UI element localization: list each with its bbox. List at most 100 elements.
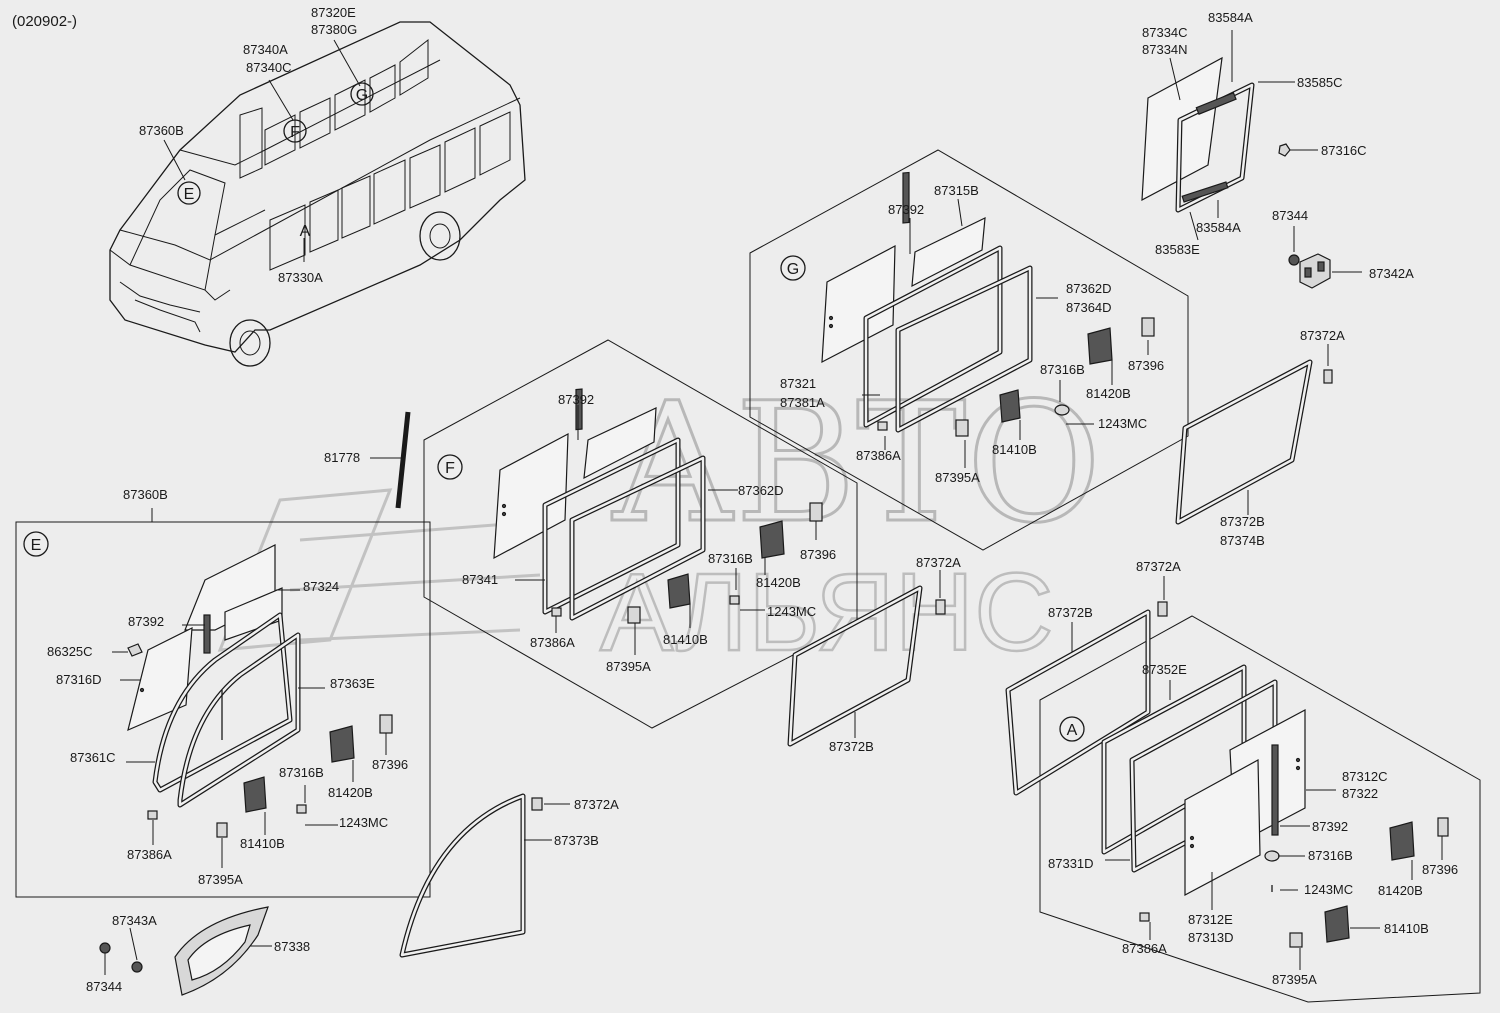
label-87316B-a: 87316B [1308,848,1353,863]
label-87312E: 87312E [1188,912,1233,927]
label-87316B-g: 87316B [1040,362,1085,377]
watermark: АВТО АЛЬЯНС [217,366,1103,675]
label-87320E: 87320E [311,5,356,20]
label-87316D: 87316D [56,672,102,687]
label-87363E: 87363E [330,676,375,691]
label-87361C: 87361C [70,750,116,765]
label-81420B-g: 81420B [1086,386,1131,401]
label-87386A-e: 87386A [127,847,172,862]
label-83584A-bot: 83584A [1196,220,1241,235]
label-81420B-a: 81420B [1378,883,1423,898]
label-81778: 81778 [324,450,360,465]
label-81410B-f: 81410B [663,632,708,647]
label-87344-bot: 87344 [86,979,122,994]
strip-81778 [395,411,411,509]
label-87338: 87338 [274,939,310,954]
label-81420B-e: 81420B [328,785,373,800]
section-g-callout: G [787,261,799,278]
label-87341: 87341 [462,572,498,587]
label-87396-f: 87396 [800,547,836,562]
label-87381A: 87381A [780,395,825,410]
label-1243MC-a: 1243MC [1304,882,1353,897]
label-83583E: 83583E [1155,242,1200,257]
section-a-callout: A [1067,722,1078,739]
label-87395A-f: 87395A [606,659,651,674]
label-83585C: 83585C [1297,75,1343,90]
bus-callout-e: E [184,186,195,203]
label-87313D: 87313D [1188,930,1234,945]
label-81420B-f: 81420B [756,575,801,590]
label-81410B-e: 81410B [240,836,285,851]
section-a: A [1005,576,1481,1003]
label-87372A-r: 87372A [1300,328,1345,343]
label-87372A-mid: 87372A [916,555,961,570]
small-glass-87338 [99,906,272,996]
label-87342A: 87342A [1369,266,1414,281]
label-87340A: 87340A [243,42,288,57]
bus-callout-f: F [290,124,300,141]
label-87331D: 87331D [1048,856,1094,871]
label-87396-a: 87396 [1422,862,1458,877]
bus-callout-a: A [300,223,311,240]
label-83584A-top: 83584A [1208,10,1253,25]
label-81410B-g: 81410B [992,442,1037,457]
label-87322: 87322 [1342,786,1378,801]
label-87395A-g: 87395A [935,470,980,485]
section-g: G [749,149,1189,551]
label-87395A-e: 87395A [198,872,243,887]
label-87395A-a: 87395A [1272,972,1317,987]
label-87386A-g: 87386A [856,448,901,463]
label-1243MC-f: 1243MC [767,604,816,619]
label-87360B-top: 87360B [139,123,184,138]
label-87392-f: 87392 [558,392,594,407]
label-87315B: 87315B [934,183,979,198]
label-87334C: 87334C [1142,25,1188,40]
label-87372B-mid: 87372B [829,739,874,754]
label-87343A: 87343A [112,913,157,928]
label-87392-e: 87392 [128,614,164,629]
label-87340C: 87340C [246,60,292,75]
label-87396-e: 87396 [372,757,408,772]
label-87316B-e: 87316B [279,765,324,780]
label-87396-g: 87396 [1128,358,1164,373]
bus-illustration: G F E A [109,21,526,367]
label-87372A-a: 87372A [1136,559,1181,574]
label-87352E: 87352E [1142,662,1187,677]
label-87321: 87321 [780,376,816,391]
watermark-line2: АЛЬЯНС [600,551,1054,674]
label-86325C: 86325C [47,644,93,659]
label-87362D-f: 87362D [738,483,784,498]
label-1243MC-e: 1243MC [339,815,388,830]
section-f: F [423,339,858,729]
label-87364D: 87364D [1066,300,1112,315]
label-87316C: 87316C [1321,143,1367,158]
label-87386A-f: 87386A [530,635,575,650]
label-87380G: 87380G [311,22,357,37]
section-f-callout: F [445,460,455,477]
watermark-line1: АВТО [610,367,1102,559]
label-87312C: 87312C [1342,769,1388,784]
label-87316B-f: 87316B [708,551,753,566]
bus-callout-g: G [356,87,368,104]
section-e: E [15,508,431,898]
label-87392-a: 87392 [1312,819,1348,834]
label-87334N: 87334N [1142,42,1188,57]
rear-quarter-glass-group [1141,30,1362,289]
label-87360B-e: 87360B [123,487,168,502]
diagram-code: (020902-) [12,13,77,30]
label-87374B: 87374B [1220,533,1265,548]
quarter-seal [399,793,570,958]
label-87344-top: 87344 [1272,208,1308,223]
section-e-callout: E [31,537,42,554]
label-87372B-a: 87372B [1048,605,1093,620]
label-87362D-g: 87362D [1066,281,1112,296]
label-87372A-q: 87372A [574,797,619,812]
label-87392-g: 87392 [888,202,924,217]
label-1243MC-g: 1243MC [1098,416,1147,431]
label-81410B-a: 81410B [1384,921,1429,936]
middle-seal [787,570,946,747]
label-87386A-a: 87386A [1122,941,1167,956]
label-87373B: 87373B [554,833,599,848]
